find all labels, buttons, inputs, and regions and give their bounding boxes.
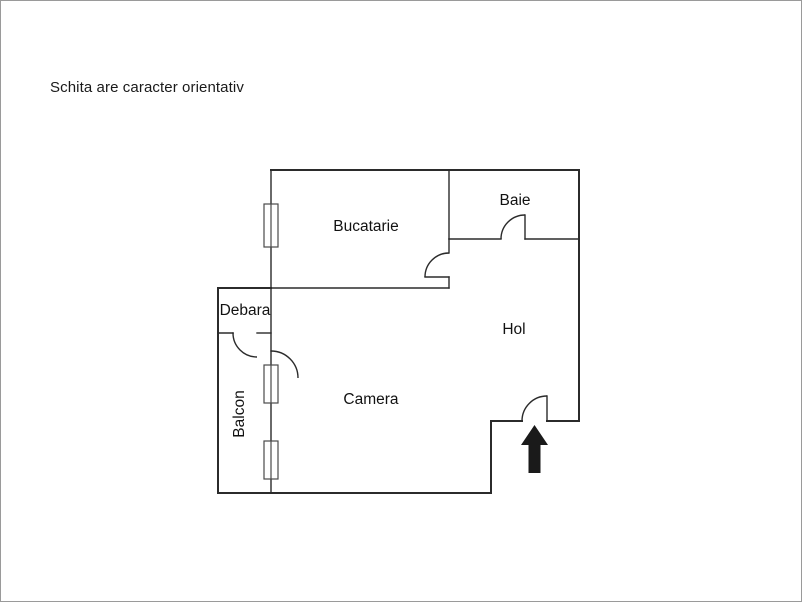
room-label-baie: Baie bbox=[499, 192, 530, 209]
door-entrance-arc bbox=[521, 395, 548, 422]
room-label-hol: Hol bbox=[502, 321, 525, 338]
room-label-debara: Debara bbox=[220, 302, 271, 319]
entrance-direction-arrow bbox=[521, 425, 548, 473]
room-labels: Bucatarie Baie Hol Debara Camera Balcon bbox=[220, 192, 531, 438]
disclaimer-text: Schita are caracter orientativ bbox=[50, 79, 244, 96]
door-debara-arc bbox=[232, 332, 258, 358]
door-bucatarie-arc bbox=[424, 252, 450, 278]
windows bbox=[263, 203, 279, 480]
room-label-balcon: Balcon bbox=[231, 390, 248, 437]
door-camera-balcon-arc bbox=[270, 350, 299, 379]
doors bbox=[232, 214, 548, 422]
room-label-bucatarie: Bucatarie bbox=[333, 218, 398, 235]
door-baie-arc bbox=[500, 214, 526, 240]
exterior-walls bbox=[217, 169, 580, 494]
room-label-camera: Camera bbox=[343, 391, 399, 408]
